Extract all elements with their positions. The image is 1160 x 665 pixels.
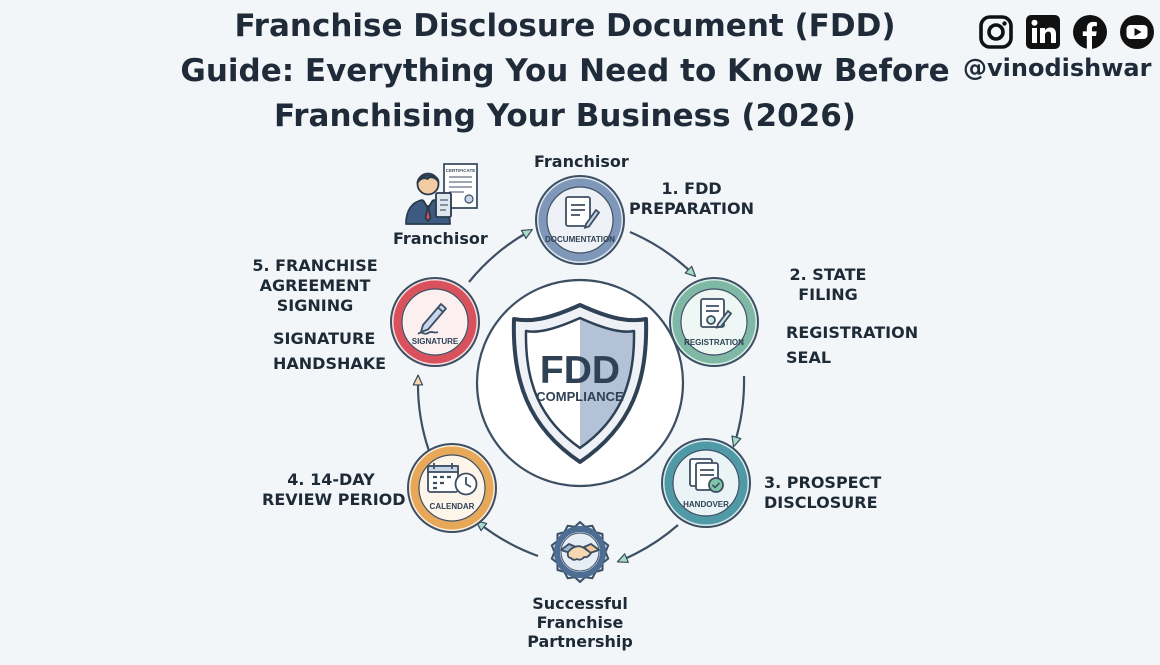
node-signature[interactable]: SIGNATURE	[390, 277, 480, 367]
social-icons	[978, 14, 1155, 50]
node-calendar[interactable]: CALENDAR	[407, 443, 497, 533]
registration-document-icon	[700, 298, 733, 329]
shield-icon	[511, 303, 649, 464]
document-icon	[565, 196, 601, 230]
partnership-label: Successful Franchise Partnership	[527, 594, 633, 651]
node-partnership[interactable]	[550, 521, 610, 583]
franchisor-left-label: Franchisor	[393, 229, 488, 248]
calendar-clock-icon	[427, 463, 478, 496]
arrow-step5-to-step1	[468, 232, 528, 283]
documentation-badge: DOCUMENTATION	[545, 235, 615, 244]
arrow-step4-to-step5	[418, 380, 431, 452]
arrow-step2-to-step3	[735, 375, 746, 442]
page-title: Franchise Disclosure Document (FDD) Guid…	[180, 8, 950, 134]
businessman-icon	[405, 172, 452, 225]
arrow-step1-to-step2	[629, 230, 692, 273]
arrow-partnership-to-step4	[480, 524, 539, 558]
center-title: FDD	[540, 349, 620, 392]
social-handle: @vinodishwar	[963, 54, 1152, 82]
handover-badge: HANDOVER	[683, 500, 729, 509]
step5-detail: SIGNATURE HANDSHAKE	[273, 329, 387, 373]
signature-badge: SIGNATURE	[412, 337, 459, 346]
calendar-badge: CALENDAR	[430, 502, 475, 511]
step2-detail: REGISTRATION SEAL	[786, 323, 919, 367]
certificate-icon: CERTIFICATE	[443, 163, 478, 209]
linkedin-icon[interactable]	[1025, 14, 1061, 50]
node-registration[interactable]: REGISTRATION	[669, 277, 759, 367]
franchisor-illustration: CERTIFICATE	[405, 163, 478, 225]
arrow-step3-to-partnership	[622, 524, 679, 560]
node-documentation[interactable]: DOCUMENTATION	[535, 175, 625, 265]
certificate-label: CERTIFICATE	[446, 168, 475, 173]
franchisor-top-label: Franchisor	[534, 152, 629, 171]
step1-label: 1. FDD PREPARATION	[629, 179, 754, 218]
step4-label: 4. 14-DAY REVIEW PERIOD	[262, 470, 406, 509]
step3-label: 3. PROSPECT DISCLOSURE	[764, 473, 882, 512]
node-handover[interactable]: HANDOVER	[661, 438, 751, 528]
registration-badge: REGISTRATION	[684, 338, 744, 347]
handover-document-icon	[689, 458, 724, 493]
facebook-icon[interactable]	[1072, 14, 1108, 50]
instagram-icon[interactable]	[978, 14, 1014, 50]
center-subtitle: COMPLIANCE	[536, 389, 624, 404]
step5-label: 5. FRANCHISE AGREEMENT SIGNING	[252, 256, 378, 315]
cycle-arrows	[418, 230, 746, 560]
step2-label: 2. STATE FILING	[789, 265, 867, 304]
youtube-icon[interactable]	[1119, 14, 1155, 50]
pen-signature-icon	[417, 303, 447, 335]
handshake-icon	[560, 543, 600, 561]
